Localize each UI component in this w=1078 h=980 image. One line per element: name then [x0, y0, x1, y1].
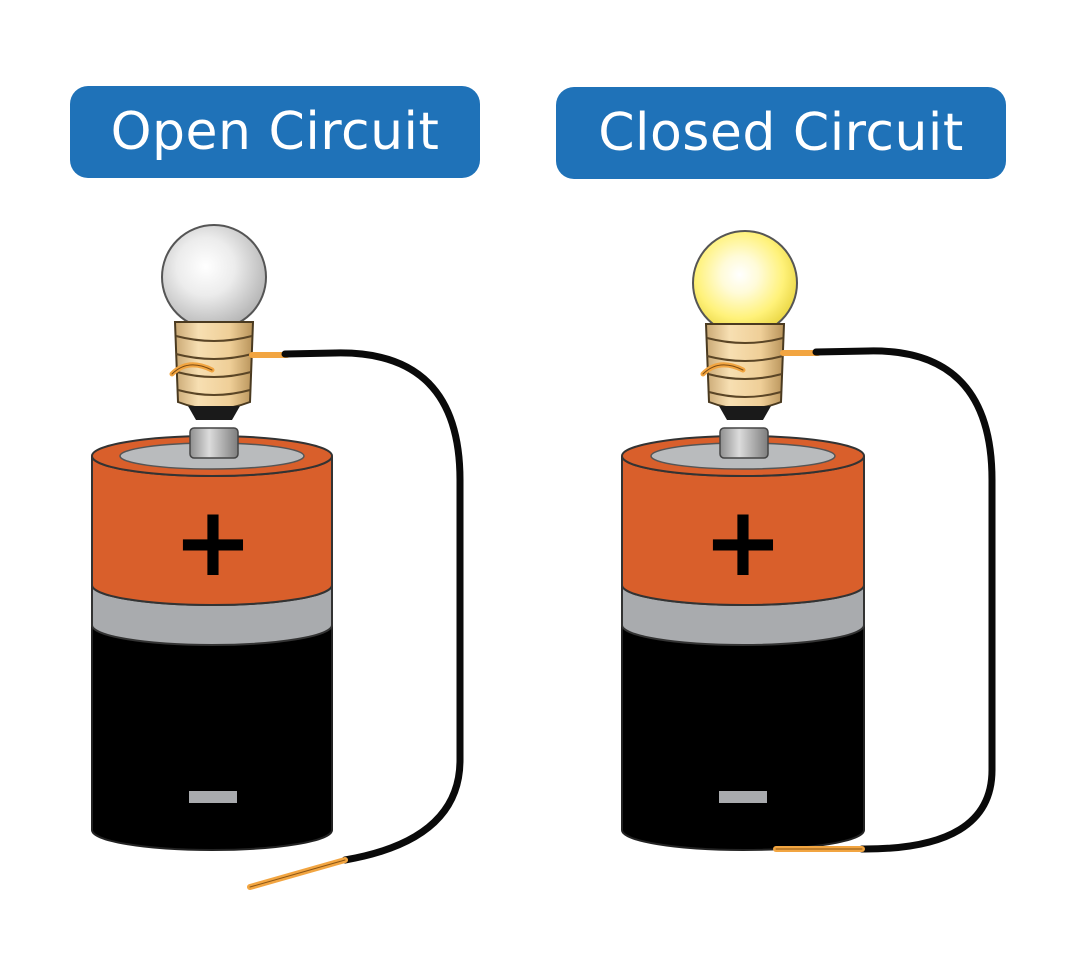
wire — [281, 349, 464, 864]
light-bulb-on — [692, 230, 798, 420]
bulb-contact — [188, 406, 240, 420]
battery: + — [91, 427, 333, 851]
negative-terminal-icon — [189, 791, 237, 803]
closed-circuit-title: Closed Circuit — [556, 87, 1006, 179]
positive-terminal-icon: + — [703, 486, 783, 598]
battery: + — [621, 427, 865, 851]
negative-terminal-icon — [719, 791, 767, 803]
bulb-glass — [161, 224, 267, 330]
battery-body — [91, 599, 333, 851]
open-circuit-assembly: + — [91, 224, 464, 890]
battery-terminal — [189, 427, 239, 459]
bulb-glass — [692, 230, 798, 336]
wire — [812, 347, 996, 853]
battery-body — [621, 599, 865, 851]
bulb-contact — [719, 406, 771, 420]
positive-terminal-icon: + — [173, 486, 253, 598]
light-bulb-off — [161, 224, 267, 420]
closed-circuit-assembly: + — [621, 230, 996, 853]
open-circuit-title: Open Circuit — [70, 86, 480, 178]
battery-terminal — [719, 427, 769, 459]
